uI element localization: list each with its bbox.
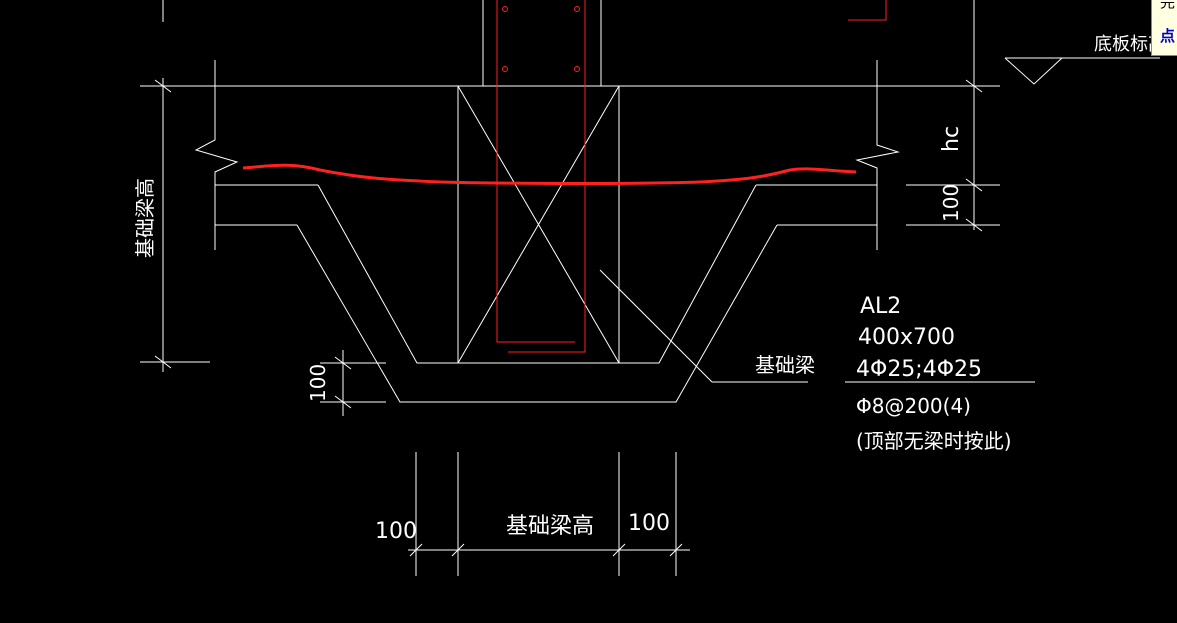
bottom-left-100-label: 100 <box>375 519 417 544</box>
cushion-dim-tick-1 <box>334 356 352 370</box>
tooltip-popup: 完 点 <box>1151 0 1177 56</box>
bottom-dim-tick-3 <box>612 543 626 557</box>
right-dim-tick-2 <box>965 178 983 192</box>
rebar-dot <box>574 6 580 12</box>
rebar-dot <box>502 66 508 72</box>
rebar-dot <box>574 66 580 72</box>
left-break-line <box>194 60 239 185</box>
column-rebar <box>496 0 887 353</box>
column-rebar-right <box>508 0 586 353</box>
foundation-beam-label: 基础梁 <box>755 353 815 377</box>
beam-name-label: AL2 <box>860 294 901 319</box>
top-right-rebar <box>848 0 887 21</box>
pit-inner-outline <box>317 184 757 364</box>
beam-size-label: 400x700 <box>858 325 955 350</box>
column-rebar-left <box>496 0 575 343</box>
bottom-right-100-label: 100 <box>628 511 670 536</box>
tooltip-line-1: 完 <box>1160 0 1176 11</box>
beam-note-label: (顶部无梁时按此) <box>856 429 1012 453</box>
beam-stirrup-label: Φ8@200(4) <box>856 394 971 418</box>
right-break-line <box>855 60 900 185</box>
right-100-label: 100 <box>939 184 963 222</box>
pit-outer-outline <box>296 224 778 403</box>
right-dim-tick-3 <box>965 218 983 232</box>
slab-elevation-label: 底板标高 <box>1094 34 1166 55</box>
bottom-dim-tick-4 <box>669 543 683 557</box>
bottom-dim-tick-1 <box>409 543 423 557</box>
hc-label: hc <box>939 126 964 152</box>
bottom-dim-tick-2 <box>451 543 465 557</box>
cushion-dim-tick-2 <box>334 395 352 409</box>
bottom-beam-height-label: 基础梁高 <box>506 514 594 539</box>
left-100-label: 100 <box>306 364 330 402</box>
left-dim-tick-top <box>154 79 172 93</box>
right-dim-tick-1 <box>965 79 983 93</box>
rebar-dot <box>502 6 508 12</box>
beam-rebar-label: 4Φ25;4Φ25 <box>856 357 982 382</box>
drawing-lines <box>140 0 1160 576</box>
beam-leader-diagonal <box>599 269 713 383</box>
beam-height-vertical-label: 基础梁高 <box>133 178 157 258</box>
slab-rebar-curve <box>242 163 857 185</box>
tooltip-link[interactable]: 点 <box>1160 27 1176 45</box>
beam-cross-2 <box>457 85 620 364</box>
